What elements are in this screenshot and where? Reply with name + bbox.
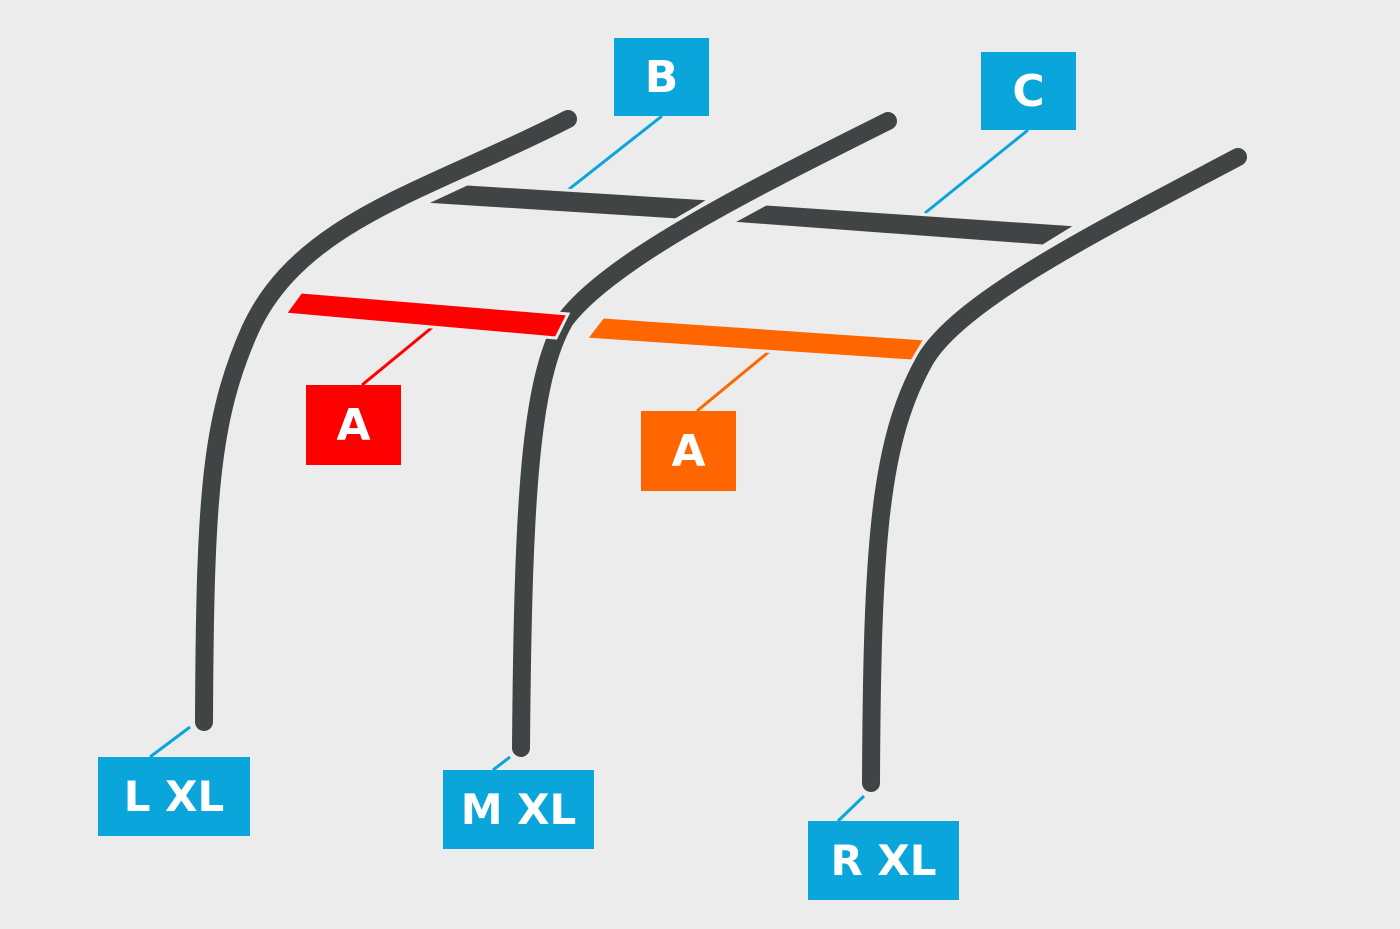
pole-right-core — [862, 148, 1247, 792]
connector-m-xl — [492, 755, 511, 772]
label-b: B — [614, 38, 709, 116]
label-left-pole: L XL — [98, 757, 250, 836]
connector-b — [567, 114, 663, 192]
label-a-red: A — [306, 385, 401, 465]
connector-r-xl — [836, 794, 866, 823]
label-a-orange: A — [641, 411, 736, 491]
bar-a-orange — [583, 315, 928, 363]
connector-c — [924, 128, 1029, 215]
connector-a-orange — [696, 348, 772, 413]
connector-a-red — [361, 323, 436, 387]
bar-c — [725, 202, 1082, 248]
pole-left-core — [195, 110, 577, 731]
label-middle-pole: M XL — [443, 770, 594, 849]
bar-a-red — [282, 290, 571, 340]
label-c: C — [981, 52, 1076, 130]
bar-b — [423, 182, 715, 222]
label-right-pole: R XL — [808, 821, 959, 900]
connector-l-xl — [149, 725, 191, 759]
